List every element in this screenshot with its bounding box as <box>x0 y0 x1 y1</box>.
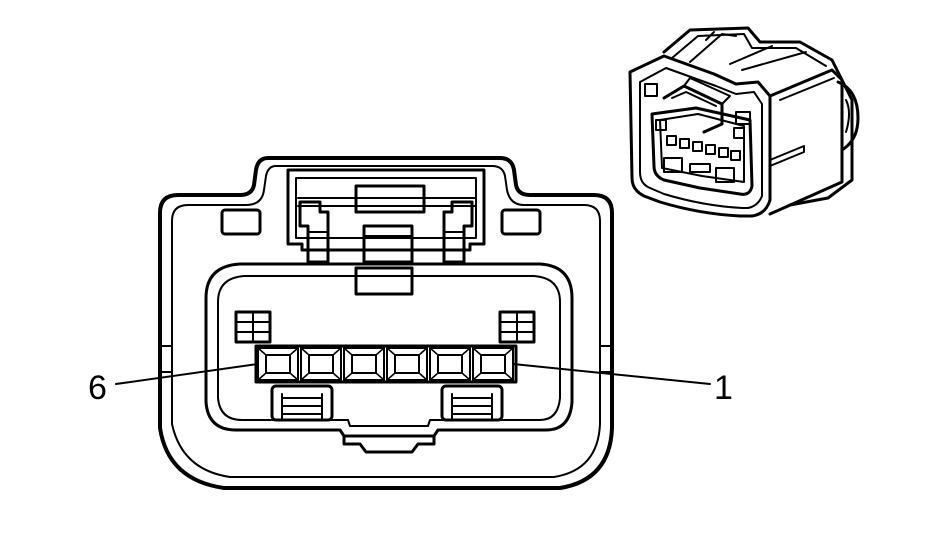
latch-frame-inner <box>295 177 477 239</box>
leader-line-pin-6 <box>115 363 259 385</box>
pin-6-label: 6 <box>88 369 107 407</box>
leader-line-pin-1 <box>512 363 711 385</box>
terminal-cavity-inner <box>217 275 561 427</box>
housing-outer-shell <box>158 156 614 490</box>
upper-left-terminal <box>234 310 272 344</box>
upper-left-window <box>220 208 262 236</box>
terminal-row <box>254 344 518 384</box>
latch-frame <box>286 168 486 252</box>
terminal-4 <box>343 347 385 381</box>
housing-inner-line <box>171 165 601 478</box>
terminal-5 <box>300 347 342 381</box>
iso-front-face <box>628 54 772 218</box>
lower-left-terminal <box>270 384 334 422</box>
left-latch-hook <box>298 200 330 264</box>
iso-terminal-face <box>650 106 754 196</box>
iso-terminal-row <box>655 119 745 183</box>
terminal-2 <box>429 347 471 381</box>
upper-right-terminal <box>498 310 536 344</box>
right-latch-hook <box>442 200 474 264</box>
right-rib <box>599 345 613 373</box>
upper-right-window <box>500 208 542 236</box>
terminal-3 <box>386 347 428 381</box>
pin-1-label: 1 <box>714 369 733 407</box>
terminal-6 <box>257 347 299 381</box>
latch-tongue <box>362 224 414 264</box>
lower-right-terminal <box>440 384 504 422</box>
left-rib <box>159 345 173 373</box>
connector-face-view: 6 1 <box>88 156 733 490</box>
connector-isometric-view <box>628 26 860 218</box>
terminal-1 <box>472 347 514 381</box>
iso-back-body <box>662 26 854 207</box>
cavity-bottom-notch <box>342 434 436 454</box>
